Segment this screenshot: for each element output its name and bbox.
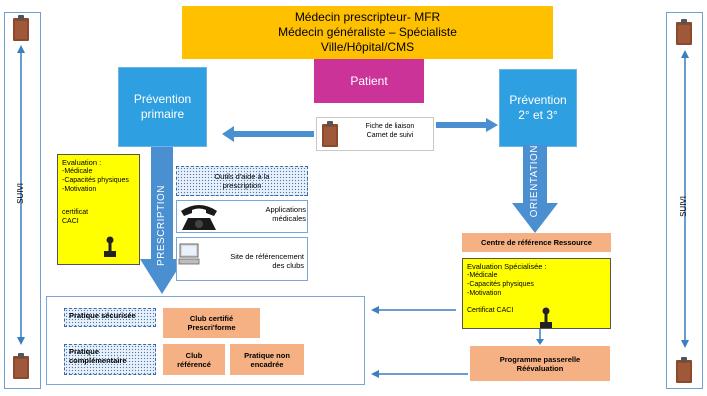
- orientation-label: ORIENTATION: [529, 145, 540, 218]
- evaluation-box: Evaluation : -Médicale -Capacités physiq…: [57, 154, 140, 265]
- programme-line-1: Programme passerelle: [499, 354, 581, 364]
- header-line-3: Ville/Hôpital/CMS: [320, 40, 415, 54]
- evaluation-specialisee-item: -Capacités physiques: [467, 281, 534, 288]
- arrow-to-programme: [536, 329, 544, 345]
- prevention-primaire-line-1: Prévention: [133, 92, 192, 106]
- centre-reference-label: Centre de référence Ressource: [481, 238, 592, 247]
- pratique-securisee-label: Pratique sécurisée: [69, 311, 136, 320]
- outils-line-1: Outils d'aide à la: [214, 172, 270, 181]
- arrow-programme-to-practice: [371, 370, 468, 378]
- site-text: Site de référencement des clubs: [204, 252, 304, 270]
- clipboard-icon: [13, 15, 29, 41]
- pratique-complementaire-line-1: Pratique: [69, 347, 100, 356]
- pratique-complementaire-box: Pratique complémentaire: [64, 344, 156, 375]
- prescription-label: PRESCRIPTION: [156, 185, 167, 267]
- evaluation-specialisee-title: Evaluation Spécialisée :: [467, 262, 547, 271]
- stamp-icon: [540, 307, 552, 328]
- suivi-right-arrow: [681, 50, 689, 348]
- pratique-non-encadree-line-1: Pratique non: [244, 350, 290, 360]
- pratique-securisee-box: Pratique sécurisée: [64, 308, 156, 327]
- club-reference-line-1: Club: [185, 350, 203, 360]
- suivi-right-label: SUIVI: [679, 196, 688, 217]
- apps-line-2: médicales: [272, 214, 306, 223]
- club-certifie-line-1: Club certifié: [189, 314, 234, 323]
- arrow-eval-to-practice: [371, 306, 456, 314]
- evaluation-item: -Motivation: [62, 186, 97, 193]
- suivi-left-label: SUIVI: [16, 183, 25, 204]
- patient-box: Patient: [314, 59, 424, 103]
- arrow-to-secondaire: [436, 118, 498, 132]
- suivi-right-frame: [666, 12, 703, 389]
- prescription-arrow: [140, 147, 184, 294]
- clipboard-icon: [13, 353, 29, 379]
- clipboard-icon: [322, 121, 338, 147]
- evaluation-specialisee-item: -Motivation: [467, 290, 502, 297]
- pratique-non-encadree-box: Pratique non encadrée: [230, 344, 304, 375]
- prevention-secondaire-line-1: Prévention: [509, 93, 567, 107]
- evaluation-specialisee-cert: Certificat CACI: [467, 307, 514, 314]
- suivi-left-frame: [4, 12, 41, 389]
- prevention-secondaire-line-2: 2° et 3°: [518, 108, 558, 122]
- evaluation-title: Evaluation :: [62, 158, 102, 167]
- clipboard-icon: [676, 19, 692, 45]
- evaluation-item: -Médicale: [62, 168, 93, 175]
- apps-line-1: Applications: [265, 205, 306, 214]
- outils-box: Outils d'aide à la prescription: [176, 166, 308, 196]
- prevention-primaire-box: Prévention primaire: [118, 67, 207, 147]
- centre-reference-box: Centre de référence Ressource: [462, 233, 611, 252]
- fiche-line-2: Carnet de suivi: [366, 132, 414, 139]
- prevention-primaire-line-2: primaire: [140, 107, 185, 121]
- site-line-1: Site de référencement: [230, 252, 304, 261]
- club-certifie-box: Club certifié Prescri'forme: [163, 308, 260, 338]
- orientation-arrow: [512, 145, 558, 233]
- header-line-1: Médecin prescripteur- MFR: [294, 10, 441, 24]
- outils-line-2: prescription: [222, 181, 262, 190]
- pratique-non-encadree-line-2: encadrée: [250, 359, 284, 369]
- patient-label: Patient: [350, 74, 388, 88]
- fiche-line-1: Fiche de liaison: [365, 123, 415, 130]
- evaluation-specialisee-box: Evaluation Spécialisée : -Médicale -Capa…: [462, 258, 611, 329]
- apps-text: Applications médicales: [230, 205, 306, 223]
- prescriber-header: Médecin prescripteur- MFR Médecin généra…: [182, 6, 553, 59]
- stamp-icon: [104, 236, 116, 257]
- programme-box: Programme passerelle Réévaluation: [470, 346, 610, 381]
- suivi-left-arrow: [17, 45, 25, 345]
- arrow-to-primaire: [222, 126, 314, 142]
- programme-line-2: Réévaluation: [516, 363, 564, 373]
- clipboard-icon: [676, 357, 692, 383]
- evaluation-cert-1: certificat: [62, 209, 89, 216]
- prevention-secondaire-box: Prévention 2° et 3°: [499, 69, 577, 147]
- evaluation-cert-2: CACI: [62, 218, 79, 225]
- evaluation-specialisee-item: -Médicale: [467, 272, 498, 279]
- computer-icon: [178, 243, 200, 265]
- club-reference-line-2: référencé: [177, 359, 211, 369]
- header-line-2: Médecin généraliste – Spécialiste: [278, 25, 457, 39]
- site-line-2: des clubs: [272, 261, 304, 270]
- pratique-complementaire-line-2: complémentaire: [69, 356, 127, 365]
- fiche-text: Fiche de liaison Carnet de suivi: [348, 122, 432, 140]
- club-certifie-line-2: Prescri'forme: [187, 323, 236, 332]
- club-reference-box: Club référencé: [163, 344, 225, 375]
- evaluation-item: -Capacités physiques: [62, 177, 129, 184]
- telephone-icon: [181, 205, 217, 230]
